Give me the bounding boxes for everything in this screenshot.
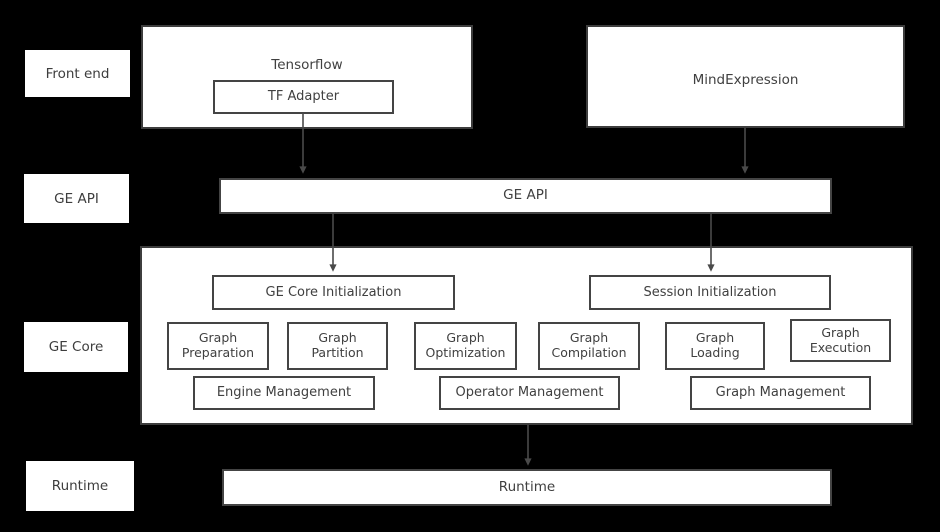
stage-label-ge-core-text: GE Core xyxy=(48,339,104,355)
graph-execution-label: Graph Execution xyxy=(809,324,872,355)
operator-management-box[interactable]: Operator Management xyxy=(439,376,620,410)
ge-core-initialization-label: GE Core Initialization xyxy=(265,284,402,300)
graph-partition-box[interactable]: Graph Partition xyxy=(287,322,388,370)
graph-preparation-box[interactable]: Graph Preparation xyxy=(167,322,269,370)
graph-optimization-label: Graph Optimization xyxy=(425,330,506,360)
engine-management-label: Engine Management xyxy=(216,385,352,401)
graph-compilation-label: Graph Compilation xyxy=(551,330,627,360)
graph-management-box[interactable]: Graph Management xyxy=(690,376,871,410)
session-initialization-label: Session Initialization xyxy=(643,284,777,300)
operator-management-label: Operator Management xyxy=(455,385,604,401)
graph-execution-box[interactable]: Graph Execution xyxy=(790,319,891,362)
graph-loading-box[interactable]: Graph Loading xyxy=(665,322,765,370)
engine-management-box[interactable]: Engine Management xyxy=(193,376,375,410)
ge-api-bar[interactable]: GE API xyxy=(219,178,832,214)
stage-label-runtime: Runtime xyxy=(26,461,134,511)
ge-core-initialization-box[interactable]: GE Core Initialization xyxy=(212,275,455,310)
mindexpression-title: MindExpression xyxy=(692,72,799,88)
mindexpression-container: MindExpression xyxy=(586,25,905,128)
runtime-bar-label: Runtime xyxy=(498,478,556,495)
stage-label-front-end-text: Front end xyxy=(45,65,110,82)
session-initialization-box[interactable]: Session Initialization xyxy=(589,275,831,310)
graph-optimization-box[interactable]: Graph Optimization xyxy=(414,322,517,370)
graph-partition-label: Graph Partition xyxy=(311,330,364,360)
stage-label-runtime-text: Runtime xyxy=(51,478,109,494)
stage-label-ge-api: GE API xyxy=(24,174,129,223)
graph-compilation-box[interactable]: Graph Compilation xyxy=(538,322,640,370)
stage-label-ge-core: GE Core xyxy=(24,322,128,372)
graph-management-label: Graph Management xyxy=(715,385,846,401)
stage-label-front-end: Front end xyxy=(25,50,130,97)
graph-preparation-label: Graph Preparation xyxy=(181,330,255,360)
graph-loading-label: Graph Loading xyxy=(690,330,740,360)
stage-label-ge-api-text: GE API xyxy=(54,190,99,207)
tf-adapter-label: TF Adapter xyxy=(267,89,340,105)
tf-adapter-box[interactable]: TF Adapter xyxy=(213,80,394,114)
tensorflow-title: Tensorflow xyxy=(271,57,343,73)
runtime-bar[interactable]: Runtime xyxy=(222,469,832,506)
ge-api-bar-label: GE API xyxy=(503,187,548,204)
